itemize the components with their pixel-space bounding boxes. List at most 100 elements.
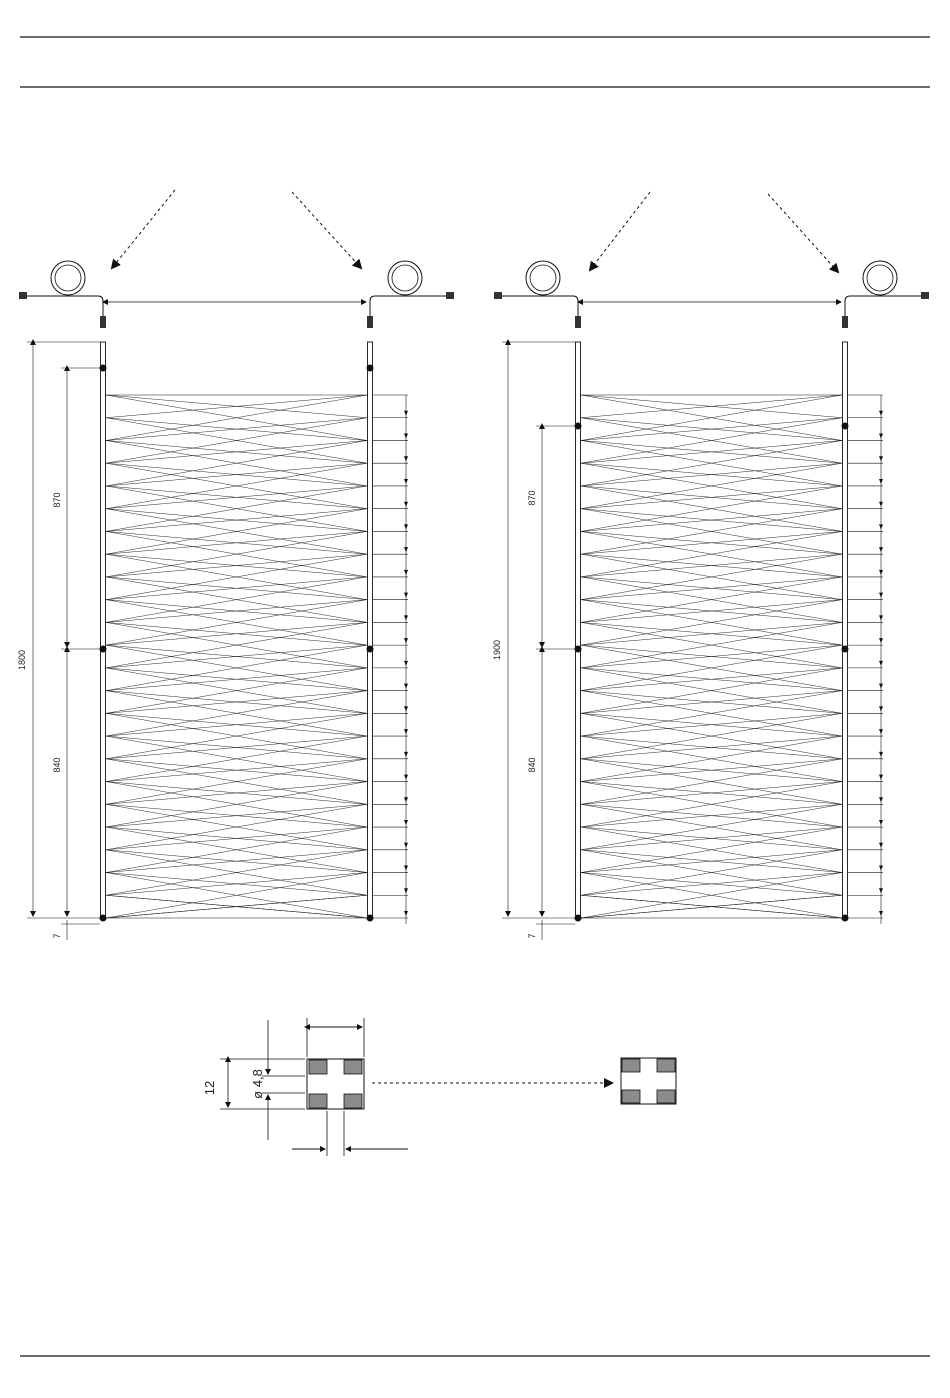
cable-end-left [19,292,27,299]
spacing-arrow [879,524,883,529]
hanger-loop-right-outer [863,261,897,295]
spacing-arrow [879,593,883,598]
clamp-left [100,316,106,328]
hanger-cable-left [23,296,103,320]
clamp-left [575,316,581,328]
thread-lacing [106,395,367,918]
hanger-cable-right [370,296,450,320]
spacing-arrow [404,729,408,734]
spacing-arrow [404,615,408,620]
detail-corner-tr [344,1060,362,1074]
spacing-arrow [404,775,408,780]
spacing-arrow [879,729,883,734]
spacing-arrow [879,775,883,780]
left-dim-total: 1800 [17,650,27,670]
detail2-corner-tr [657,1059,675,1072]
spacing-arrow [879,820,883,825]
right-dim-bottom: 7 [527,933,537,938]
right-dim-upper: 870 [527,490,537,505]
spacing-arrow [879,661,883,666]
spacing-arrow [404,820,408,825]
clamp-right [842,316,848,328]
detail-diameter-label: ø 4,8 [250,1069,265,1099]
spacing-arrow [879,638,883,643]
joint-dot [367,915,374,922]
joint-dot [575,646,582,653]
joint-dot [575,423,582,430]
spacing-arrow [879,456,883,461]
joint-dot [842,423,849,430]
spacing-arrow [879,706,883,711]
hanger-loop-right-inner [867,265,893,291]
spacing-arrow [879,797,883,802]
spacing-arrow [404,593,408,598]
suspension-arrow-right [768,194,838,272]
hanger-loop-left-outer [51,261,85,295]
spacing-arrow [404,752,408,757]
spacing-arrow [879,502,883,507]
cable-end-right [446,292,454,299]
detail-corner-tl [309,1060,327,1074]
spacing-arrow [879,547,883,552]
spacing-arrow [404,524,408,529]
spacing-arrow [404,502,408,507]
spacing-arrow [879,843,883,848]
joint-dot [842,915,849,922]
hanger-loop-right-inner [392,265,418,291]
hanger-cable-right [845,296,925,320]
hanger-loop-left-inner [55,265,81,291]
spacing-arrow [404,843,408,848]
panel-left [19,190,454,940]
spacing-arrow [404,684,408,689]
spacing-arrow [404,456,408,461]
hanger-loop-right-outer [388,261,422,295]
suspension-arrow-right [292,192,361,268]
spacing-arrow [879,615,883,620]
detail-corner-br [344,1094,362,1108]
thread-lacing [581,395,842,918]
suspension-arrow-left [590,192,650,270]
joint-dot [575,915,582,922]
joint-dot [367,646,374,653]
cable-end-right [921,292,929,299]
spacing-arrow [404,911,408,916]
left-dim-bottom: 7 [52,933,62,938]
joint-dot [367,365,374,372]
detail2-corner-br [657,1090,675,1103]
spacing-arrow [404,706,408,711]
spacing-arrow [879,866,883,871]
cable-end-left [494,292,502,299]
rod-left [101,342,106,918]
suspension-arrow-left [112,190,175,268]
spacing-arrow [404,797,408,802]
left-dim-upper: 870 [52,492,62,507]
detail2-corner-bl [622,1090,640,1103]
joint-dot [100,365,107,372]
joint-dot [842,646,849,653]
clamp-right [367,316,373,328]
spacing-arrow [404,411,408,416]
spacing-arrow [879,911,883,916]
spacing-arrow [404,433,408,438]
hanger-loop-left-inner [530,265,556,291]
spacing-arrow [404,866,408,871]
panel-right [494,192,929,940]
hanger-cable-left [498,296,578,320]
right-dim-lower: 840 [527,757,537,772]
spacing-arrow [404,638,408,643]
rod-right [368,342,373,918]
spacing-arrow [879,888,883,893]
joint-dot [100,915,107,922]
detail2-corner-tl [622,1059,640,1072]
spacing-arrow [404,547,408,552]
joint-dot [100,646,107,653]
spacing-arrow [404,479,408,484]
spacing-arrow [879,411,883,416]
detail-section: 12 ø 4,8 [202,1018,676,1156]
detail-height-label: 12 [202,1081,217,1095]
spacing-arrow [404,661,408,666]
hanger-loop-left-outer [526,261,560,295]
spacing-arrow [879,433,883,438]
spacing-arrow [404,570,408,575]
